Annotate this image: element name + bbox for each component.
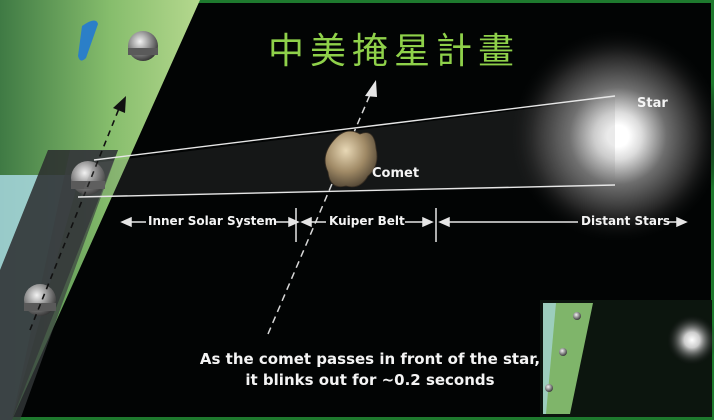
sight-line-lower (77, 184, 616, 198)
earth-motion-track (29, 105, 121, 331)
distant-stars-label: Distant Stars (581, 214, 671, 228)
inset-panel (540, 300, 714, 417)
telescope-dome-bottom (24, 284, 56, 316)
inner-solar-system-label: Inner Solar System (148, 214, 277, 228)
star-glow (510, 28, 714, 244)
caption-line-2: it blinks out for ~0.2 seconds (245, 371, 495, 389)
caption: As the comet passes in front of the star… (180, 349, 560, 391)
lake (78, 20, 98, 61)
comet-trajectory-arrowhead (365, 80, 377, 97)
telescope-dome-top (128, 31, 158, 61)
comet-label: Comet (372, 166, 420, 181)
earth-motion-arrowhead (113, 96, 126, 113)
sight-line-upper (93, 95, 616, 161)
kuiper-belt-label: Kuiper Belt (329, 214, 405, 228)
distance-scale (120, 208, 688, 242)
caption-line-1: As the comet passes in front of the star… (199, 350, 541, 368)
star-label: Star (637, 96, 668, 111)
comet-trajectory (267, 89, 373, 335)
diagram-title: 中美掩星計畫 (268, 31, 521, 72)
comet-nucleus (324, 130, 378, 188)
inset-star (666, 314, 714, 366)
